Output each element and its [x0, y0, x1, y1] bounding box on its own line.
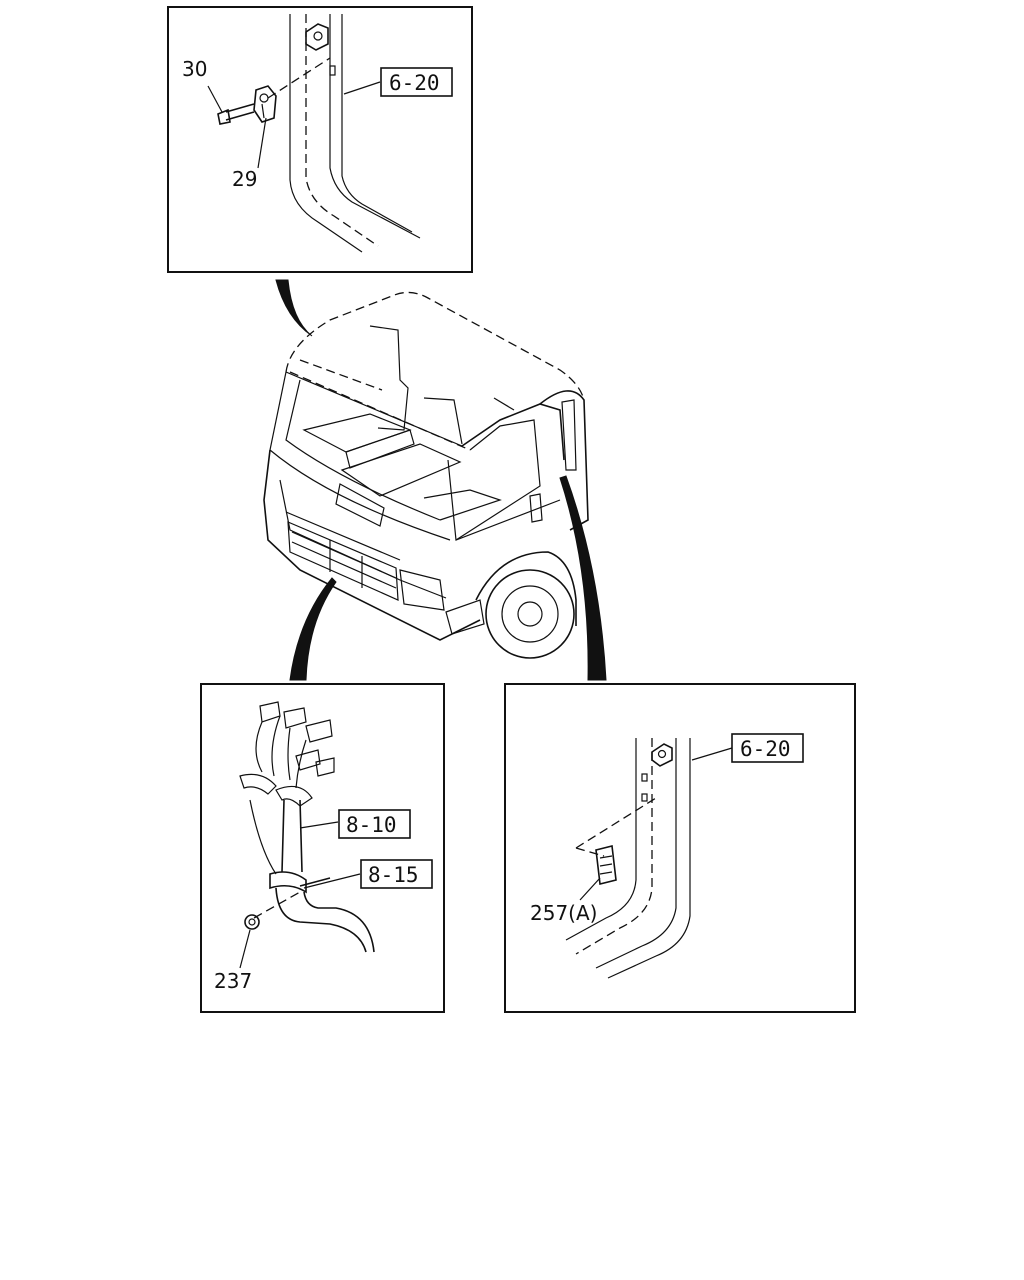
panel-bottom-right: 257(A) 6-20: [504, 683, 856, 1013]
panel-top-frame: [167, 6, 473, 273]
callout-237: 237: [214, 969, 252, 993]
leader-bottom-right-panel: [559, 475, 607, 681]
callout-257A: 257(A): [530, 901, 597, 925]
ref-box-8-15: [360, 859, 433, 889]
leader-top-panel: [275, 279, 313, 337]
ref-box-8-10: [338, 809, 411, 839]
ref-box-6-20-top-label: 6-20: [389, 71, 440, 95]
ref-box-6-20-right-label: 6-20: [740, 737, 791, 761]
ref-box-8-10-label: 8-10: [346, 813, 397, 837]
ref-box-6-20-right: [731, 733, 804, 763]
callout-29: 29: [232, 167, 257, 191]
truck-cab-illustration: [263, 291, 589, 659]
panel-bottom-left-frame: [200, 683, 445, 1013]
leader-bottom-left-panel: [289, 577, 337, 681]
panel-bottom-left: 237 8-10 8-15: [200, 683, 445, 1013]
panel-top: 30 29 6-20: [167, 6, 473, 273]
ref-box-8-15-label: 8-15: [368, 863, 419, 887]
ref-box-6-20-top: [380, 67, 453, 97]
callout-30: 30: [182, 57, 207, 81]
panel-bottom-right-frame: [504, 683, 856, 1013]
